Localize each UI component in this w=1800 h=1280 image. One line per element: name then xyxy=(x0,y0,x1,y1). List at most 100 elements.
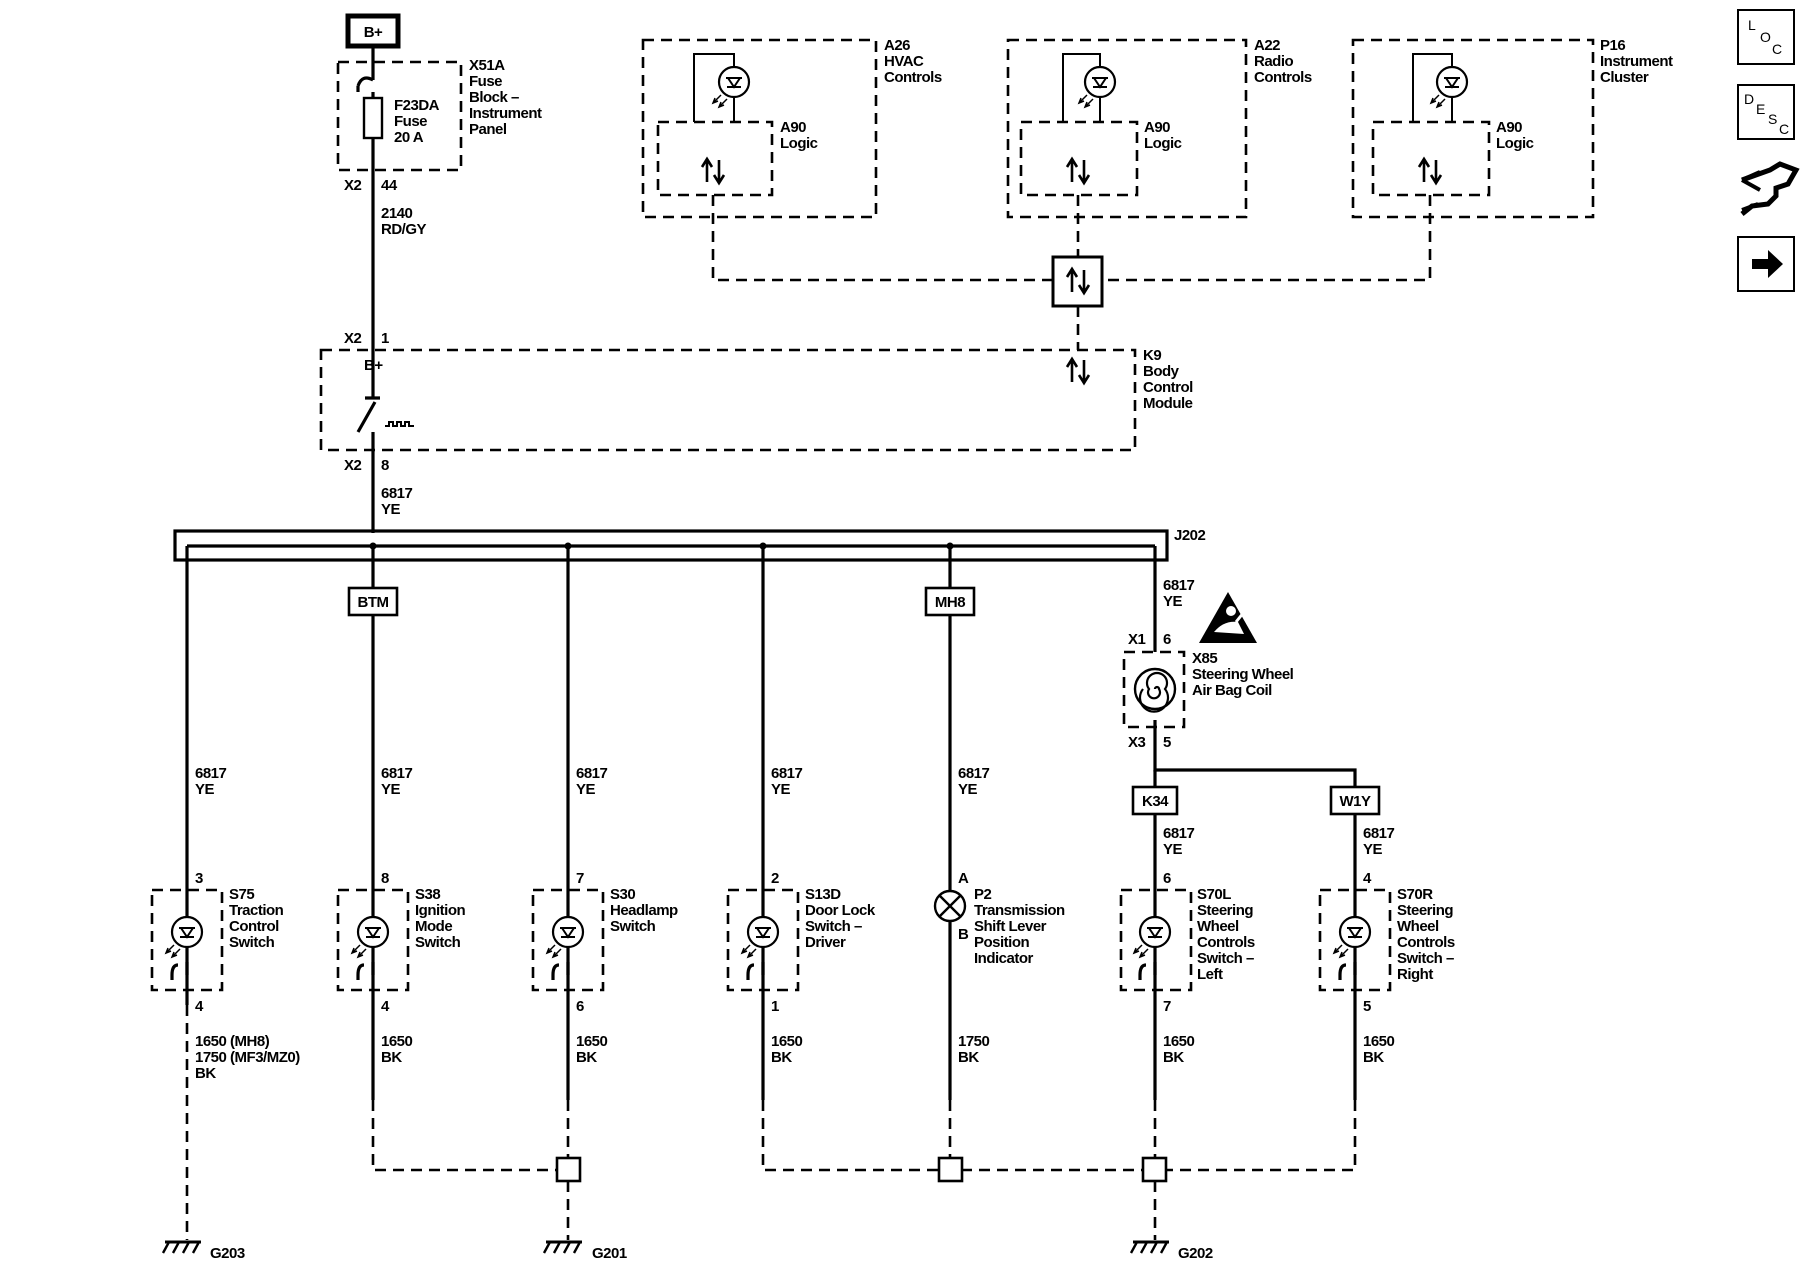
branch-wires xyxy=(185,546,1357,1100)
svg-text:W1Y: W1Y xyxy=(1339,793,1371,810)
s30-pin-top: 7 xyxy=(576,870,584,887)
p2-pin-top: A xyxy=(958,870,969,887)
s70l-pin-top: 6 xyxy=(1163,870,1171,887)
svg-text:G203: G203 xyxy=(210,1245,245,1262)
loc-icon[interactable]: L O C xyxy=(1737,9,1795,65)
next-arrow-icon[interactable] xyxy=(1737,236,1795,292)
bcm-pin-out: 8 xyxy=(381,457,389,474)
splice-label: J202 xyxy=(1174,527,1206,544)
svg-text:BTM: BTM xyxy=(358,594,389,611)
svg-text:C: C xyxy=(1779,121,1789,137)
svg-text:D: D xyxy=(1744,91,1754,107)
fuse-pin-out: 44 xyxy=(381,177,398,194)
s70l-pin-bot: 7 xyxy=(1163,998,1171,1015)
ground-g203: G203 xyxy=(161,1240,245,1262)
coil-conn-in: X1 xyxy=(1128,631,1146,648)
fuse-name: F23DA Fuse 20 A xyxy=(394,97,442,146)
fuse-block-name: X51A Fuse Block – Instrument Panel xyxy=(469,57,545,138)
airbag-warning-icon xyxy=(1199,592,1257,643)
desc-icon[interactable]: D E S C xyxy=(1737,84,1795,140)
option-w1y: W1Y xyxy=(1329,785,1381,816)
s30-pin-bot: 6 xyxy=(576,998,584,1015)
svg-text:O: O xyxy=(1760,29,1771,45)
svg-text:C: C xyxy=(1772,41,1782,57)
svg-text:K34: K34 xyxy=(1142,793,1169,810)
coil-conn-out: X3 xyxy=(1128,734,1146,751)
s70r-pin-top: 4 xyxy=(1363,870,1372,887)
option-k34: K34 xyxy=(1131,785,1179,816)
bcm-conn-in: X2 xyxy=(344,330,362,347)
s70r-pin-bot: 5 xyxy=(1363,998,1371,1015)
ground-g201: G201 xyxy=(542,1240,627,1262)
s75-wire-bot: 1650 (MH8)1750 (MF3/MZ0)BK xyxy=(195,1033,300,1082)
coil-pin-out: 5 xyxy=(1163,734,1171,751)
fuse-block: F23DA Fuse 20 A X51A Fuse Block – Instru… xyxy=(336,57,545,172)
coil-pin-in: 6 xyxy=(1163,631,1171,648)
option-btm: BTM xyxy=(347,586,399,617)
bcm-pin-in: 1 xyxy=(381,330,389,347)
s13d-pin-top: 2 xyxy=(771,870,779,887)
option-mh8: MH8 xyxy=(924,586,976,617)
bcm-bplus: B+ xyxy=(364,357,383,374)
ground-g202: G202 xyxy=(1129,1240,1213,1262)
s38-pin-bot: 4 xyxy=(381,998,390,1015)
s13d-pin-bot: 1 xyxy=(771,998,779,1015)
wire-2140-label: 2140 RD/GY xyxy=(381,205,427,238)
connector-icon[interactable] xyxy=(1740,161,1800,216)
s38-pin-top: 8 xyxy=(381,870,389,887)
svg-text:G202: G202 xyxy=(1178,1245,1213,1262)
p2-pin-bot: B xyxy=(958,926,969,943)
svg-text:L: L xyxy=(1748,17,1756,33)
svg-text:MH8: MH8 xyxy=(935,594,965,611)
svg-text:G201: G201 xyxy=(592,1245,627,1262)
s75-pin-top: 3 xyxy=(195,870,203,887)
s75-pin-bot: 4 xyxy=(195,998,204,1015)
splice-pack-j202: J202 xyxy=(173,527,1206,562)
svg-text:S: S xyxy=(1768,111,1777,127)
bcm-conn-out: X2 xyxy=(344,457,362,474)
svg-text:E: E xyxy=(1756,101,1765,117)
battery-supply: B+ xyxy=(345,13,401,62)
